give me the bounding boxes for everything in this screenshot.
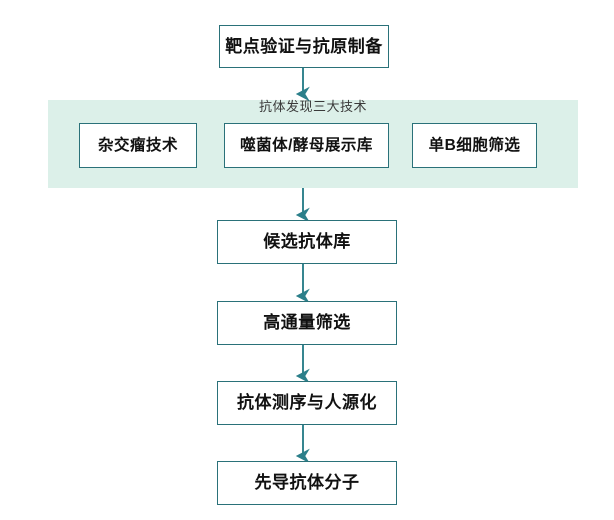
node-phage-yeast-display-library-label: 噬菌体/酵母展示库 [240,136,373,154]
node-antibody-sequencing-humanization[interactable]: 抗体测序与人源化 [217,381,397,425]
node-hybridoma-technology[interactable]: 杂交瘤技术 [79,123,197,168]
node-phage-yeast-display-library[interactable]: 噬菌体/酵母展示库 [224,123,389,168]
node-candidate-antibody-library-label: 候选抗体库 [263,232,351,252]
node-antibody-sequencing-humanization-label: 抗体测序与人源化 [237,393,377,413]
node-single-b-cell-screening-label: 单B细胞筛选 [428,136,521,154]
node-target-validation[interactable]: 靶点验证与抗原制备 [219,25,389,68]
node-lead-antibody-molecule-label: 先导抗体分子 [254,473,360,493]
node-high-throughput-screening-label: 高通量筛选 [263,313,351,333]
node-candidate-antibody-library[interactable]: 候选抗体库 [217,220,397,264]
node-target-validation-label: 靶点验证与抗原制备 [225,36,383,56]
node-single-b-cell-screening[interactable]: 单B细胞筛选 [412,123,537,168]
node-lead-antibody-molecule[interactable]: 先导抗体分子 [217,461,397,505]
technology-band-label: 抗体发现三大技术 [258,99,367,114]
node-high-throughput-screening[interactable]: 高通量筛选 [217,301,397,345]
node-hybridoma-technology-label: 杂交瘤技术 [97,136,178,154]
